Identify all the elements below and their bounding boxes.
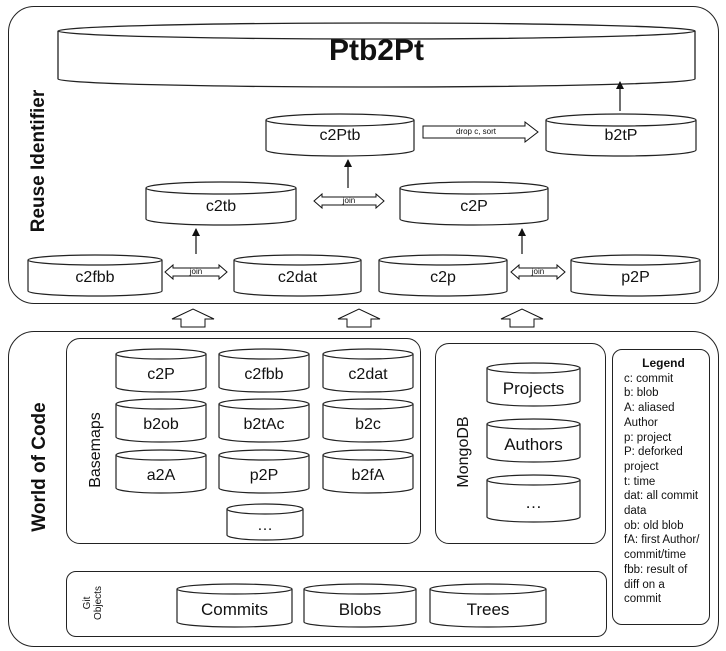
c2ptb-cylinder: c2Ptb <box>265 113 415 157</box>
basemap-p2p-label: p2P <box>249 467 279 484</box>
git-trees-label: Trees <box>466 600 510 619</box>
join-label-c2p-p2p: join <box>531 267 545 276</box>
legend-panel: Legend c: commit b: blob A: aliased Auth… <box>612 349 710 625</box>
legend-entry: dat: all commit data <box>624 490 699 518</box>
git-objects-label-line2: Objects <box>93 586 104 620</box>
up-arrow-right <box>500 308 544 328</box>
c2p-upper-cylinder: c2P <box>399 181 549 226</box>
c2dat-reuse-label: c2dat <box>277 269 318 286</box>
drop-sort-label: drop c, sort <box>455 127 496 136</box>
basemap-b2tac: b2tAc <box>218 398 310 443</box>
legend-entry: p: project <box>624 431 672 444</box>
basemap-c2dat-label: c2dat <box>348 366 388 383</box>
basemap-b2fa-label: b2fA <box>351 467 385 484</box>
reuse-identifier-label: Reuse Identifier <box>28 89 49 233</box>
mongodb-more: … <box>486 474 581 523</box>
ptb2pt-title: Ptb2Pt <box>328 34 424 67</box>
basemap-b2tac-label: b2tAc <box>243 416 285 433</box>
basemap-more-label: … <box>257 517 273 534</box>
c2p-reuse-label: c2p <box>430 269 456 286</box>
git-commits: Commits <box>176 583 293 628</box>
p2p-reuse-label: p2P <box>621 269 650 286</box>
legend-entry: t: time <box>624 475 656 488</box>
legend-title: Legend <box>642 356 685 370</box>
legend-entry: b: blob <box>624 387 659 400</box>
mongodb-more-label: … <box>525 493 542 512</box>
git-blobs-label: Blobs <box>338 600 382 619</box>
mongodb-authors: Authors <box>486 418 581 463</box>
git-trees: Trees <box>429 583 547 628</box>
c2p-upper-label: c2P <box>460 198 488 215</box>
p2p-reuse-cylinder: p2P <box>570 254 701 297</box>
basemap-b2c: b2c <box>322 398 414 443</box>
git-objects-label-line1: Git <box>82 596 93 610</box>
legend-entry: A: aliased Author <box>624 402 675 429</box>
basemap-a2a-label: a2A <box>146 467 176 484</box>
b2tp-cylinder: b2tP <box>545 113 697 157</box>
legend-entry: fbb: result of diff on a commit <box>624 563 688 606</box>
mongodb-projects: Projects <box>486 362 581 407</box>
basemaps-label: Basemaps <box>87 412 104 488</box>
join-label-c2tb-c2p: join <box>342 196 356 205</box>
c2dat-reuse-cylinder: c2dat <box>233 254 362 297</box>
mongodb-authors-label: Authors <box>504 435 563 454</box>
legend-entry: P: deforked project <box>624 446 683 473</box>
c2tb-cylinder: c2tb <box>145 181 297 226</box>
join-label-c2fbb-c2dat: join <box>189 267 203 276</box>
mongodb-projects-label: Projects <box>502 379 565 398</box>
c2fbb-reuse-label: c2fbb <box>75 269 115 286</box>
basemap-c2p: c2P <box>115 348 207 393</box>
legend-entry: c: commit <box>624 372 674 385</box>
basemap-p2p: p2P <box>218 449 310 494</box>
basemap-b2ob-label: b2ob <box>143 416 179 433</box>
basemap-c2p-label: c2P <box>147 366 175 383</box>
basemap-a2a: a2A <box>115 449 207 494</box>
basemap-c2fbb: c2fbb <box>218 348 310 393</box>
legend-entry: ob: old blob <box>624 519 684 532</box>
basemap-b2c-label: b2c <box>355 416 381 433</box>
basemap-b2fa: b2fA <box>322 449 414 494</box>
up-arrow-left <box>171 308 215 328</box>
basemap-more: … <box>226 503 304 541</box>
basemap-c2fbb-label: c2fbb <box>244 366 284 383</box>
world-of-code-label: World of Code <box>29 402 50 532</box>
c2fbb-reuse-cylinder: c2fbb <box>27 254 163 297</box>
ptb2pt-cylinder: Ptb2Pt <box>57 22 696 88</box>
git-commits-label: Commits <box>200 600 269 619</box>
basemap-c2dat: c2dat <box>322 348 414 393</box>
c2p-reuse-cylinder: c2p <box>378 254 508 297</box>
c2ptb-label: c2Ptb <box>319 127 361 144</box>
git-objects-label: Git Objects <box>82 580 104 626</box>
legend-entry: fA: first Author/ commit/time <box>624 534 700 562</box>
up-arrow-middle <box>337 308 381 328</box>
git-blobs: Blobs <box>303 583 417 628</box>
mongodb-label: MongoDB <box>455 416 472 488</box>
b2tp-label: b2tP <box>604 127 638 144</box>
c2tb-label: c2tb <box>205 198 237 215</box>
basemap-b2ob: b2ob <box>115 398 207 443</box>
